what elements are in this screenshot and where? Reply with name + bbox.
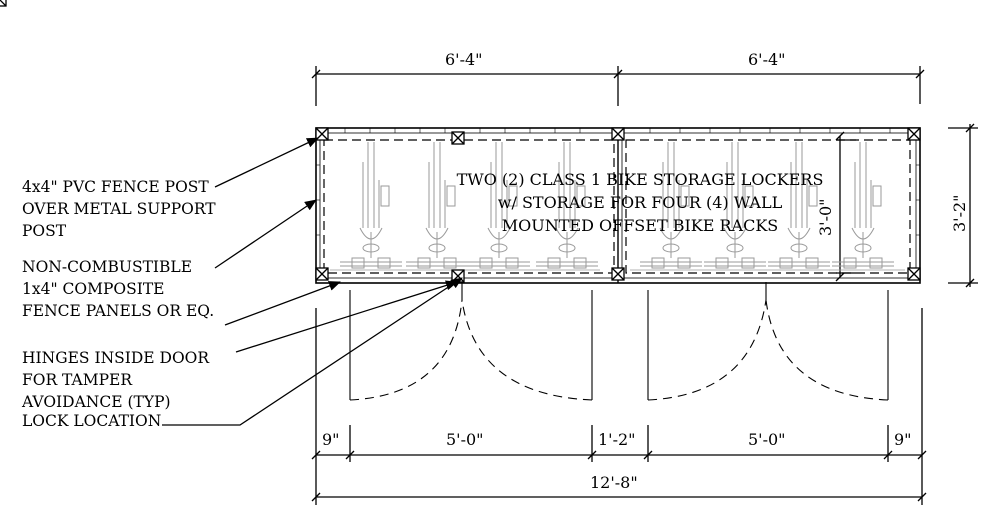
- dimension-bottom-3: 1'-2": [598, 430, 636, 449]
- fence-posts: [0, 0, 921, 283]
- locker-description-line-1: TWO (2) CLASS 1 BIKE STORAGE LOCKERS: [456, 170, 824, 189]
- depth-dimension-outer: [948, 123, 978, 288]
- dimension-overall: 12'-8": [590, 473, 638, 492]
- note-hinges-line-1: HINGES INSIDE DOOR: [22, 349, 210, 367]
- note-fence-panels-line-1: NON-COMBUSTIBLE: [22, 258, 193, 276]
- dimension-outer-depth: 3'-2": [950, 194, 969, 232]
- locker-description-line-3: MOUNTED OFFSET BIKE RACKS: [501, 216, 779, 235]
- note-fence-post-line-1: 4x4" PVC FENCE POST: [22, 178, 209, 196]
- note-hinges-line-3: AVOIDANCE (TYP): [22, 393, 171, 411]
- locker-description: TWO (2) CLASS 1 BIKE STORAGE LOCKERS w/ …: [438, 168, 842, 237]
- note-hinges: HINGES INSIDE DOOR FOR TAMPER AVOIDANCE …: [22, 347, 209, 413]
- note-fence-post-line-3: POST: [22, 222, 67, 240]
- dimension-inner-depth: 3'-0": [816, 198, 835, 236]
- door-swings: [349, 282, 889, 401]
- note-fence-post-line-2: OVER METAL SUPPORT: [22, 200, 216, 218]
- bike-racks: [330, 141, 905, 271]
- note-fence-panels-line-3: FENCE PANELS OR EQ.: [22, 302, 215, 320]
- note-hinges-line-2: FOR TAMPER: [22, 371, 133, 389]
- note-lock-location: LOCK LOCATION: [22, 412, 162, 430]
- dimension-top-left: 6'-4": [445, 50, 483, 69]
- note-fence-panels: NON-COMBUSTIBLE 1x4" COMPOSITE FENCE PAN…: [22, 256, 214, 322]
- note-fence-panels-line-2: 1x4" COMPOSITE: [22, 280, 165, 298]
- leader-lines: [162, 137, 463, 426]
- locker-description-line-2: w/ STORAGE FOR FOUR (4) WALL: [497, 193, 783, 212]
- depth-dimension-inner: [835, 131, 856, 282]
- dimension-bottom-5: 9": [894, 430, 912, 449]
- dimension-bottom-2: 5'-0": [446, 430, 484, 449]
- bottom-dimension-strings: [311, 308, 927, 505]
- dimension-bottom-1: 9": [322, 430, 340, 449]
- top-dimension-string: [311, 66, 925, 106]
- locker-outlines-dashed: [323, 139, 911, 274]
- note-fence-post: 4x4" PVC FENCE POST OVER METAL SUPPORT P…: [22, 176, 216, 242]
- dimension-top-right: 6'-4": [748, 50, 786, 69]
- dimension-bottom-4: 5'-0": [748, 430, 786, 449]
